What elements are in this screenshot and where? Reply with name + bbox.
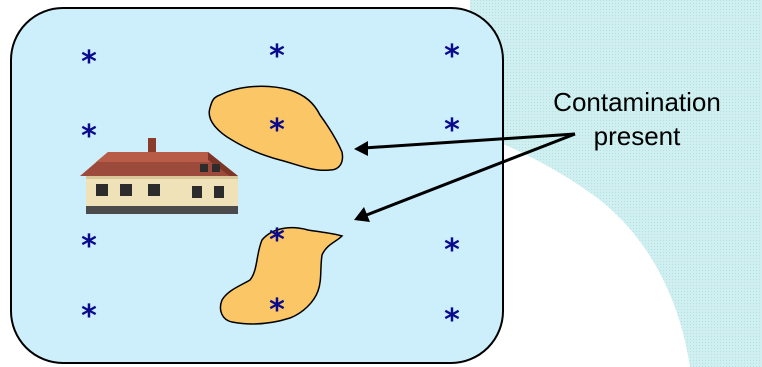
arrowhead-upper <box>354 141 368 156</box>
site-boundary <box>10 7 504 364</box>
sample-marker: * <box>81 229 97 264</box>
sample-marker: * <box>269 293 285 328</box>
sample-marker: * <box>444 303 460 338</box>
arrowhead-lower <box>354 207 370 222</box>
sample-marker: * <box>444 113 460 148</box>
sample-marker: * <box>81 45 97 80</box>
arrow-to-lower-zone <box>363 132 576 218</box>
arrow-to-upper-zone <box>363 132 576 150</box>
sample-marker: * <box>269 39 285 74</box>
sample-marker: * <box>444 39 460 74</box>
contamination-zone-lower <box>219 227 344 325</box>
sample-marker: * <box>81 119 97 154</box>
sample-marker: * <box>269 113 285 148</box>
sample-marker: * <box>444 233 460 268</box>
sample-marker: * <box>81 299 97 334</box>
callout-line-2: present <box>593 121 681 151</box>
contamination-callout: Contamination present <box>512 85 762 153</box>
sample-marker: * <box>269 223 285 258</box>
background-band <box>470 0 762 367</box>
house-icon <box>80 138 238 214</box>
contamination-zone-upper <box>208 85 344 172</box>
callout-arrows <box>354 132 576 222</box>
callout-line-1: Contamination <box>553 87 721 117</box>
